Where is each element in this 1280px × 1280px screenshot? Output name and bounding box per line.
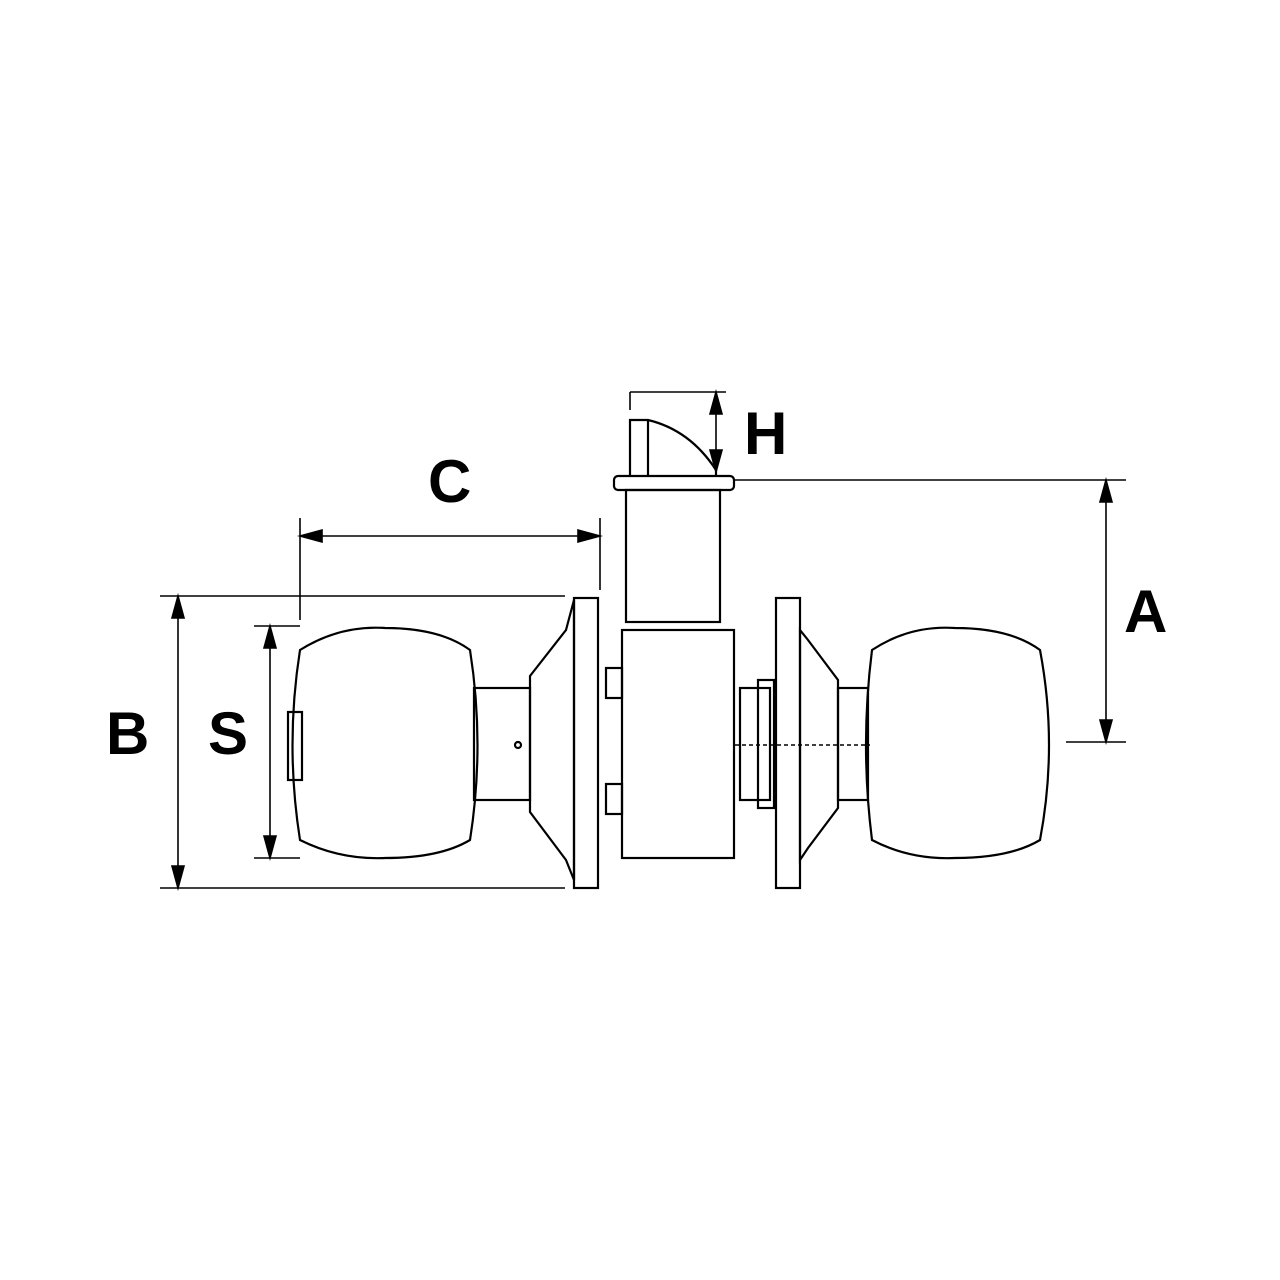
right-knob — [735, 596, 1051, 890]
left-knob — [286, 596, 600, 890]
dimension-label-a: A — [1124, 578, 1168, 645]
dimension-label-b: B — [106, 700, 150, 767]
dimension-lines — [160, 388, 1126, 892]
dimension-label-s: S — [208, 700, 249, 767]
dimension-label-h: H — [744, 400, 788, 467]
latch-body — [604, 418, 736, 860]
dimension-label-c: C — [428, 448, 472, 515]
